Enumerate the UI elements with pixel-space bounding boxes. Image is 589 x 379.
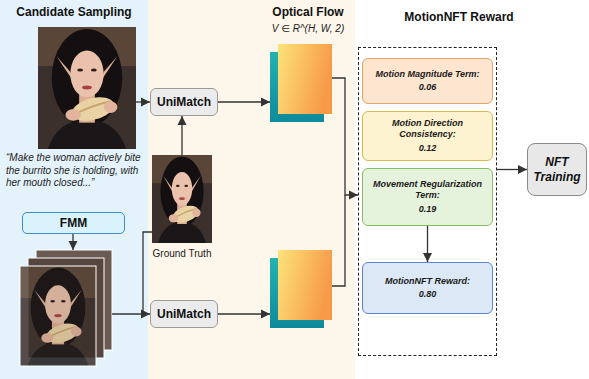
node-value: 0.06 (419, 82, 437, 93)
model-box: FMM (22, 212, 125, 234)
node-text: NFT Training (532, 155, 582, 185)
flow-field (278, 44, 332, 114)
prompt-text: “Make the woman actively bite the burrit… (6, 152, 142, 190)
stacked-frame (20, 266, 96, 366)
node-text: Optical Flow (266, 0, 350, 19)
label-holder: “Make the woman actively bite the burrit… (6, 152, 142, 190)
node-text: UniMatch (157, 307, 211, 321)
node-text: Motion Magnitude Term: (375, 69, 479, 80)
panel-ground (148, 0, 355, 379)
flow-arrow (72, 234, 73, 250)
node-text: Candidate Sampling (0, 0, 148, 19)
panel-ground (0, 0, 148, 379)
image-caption: Ground Truth (152, 248, 212, 260)
process-box: UniMatch (150, 300, 218, 328)
formula-label: V ∈ R^(H, W, 2) (266, 23, 350, 34)
node-value: 0.80 (419, 289, 437, 300)
flow-arrow (112, 313, 150, 314)
generated-photo (20, 266, 96, 366)
panel: Candidate SamplingFMM (0, 0, 148, 379)
term-box: Movement Regularization Term: 0.19 (362, 168, 493, 226)
node-text: MotionNFT Reward: (385, 276, 470, 287)
flow-arrow (218, 101, 270, 102)
flow-field (278, 250, 332, 320)
reward-box: MotionNFT Reward: 0.80 (362, 262, 493, 314)
node-text: Movement Regularization Term: (368, 179, 487, 202)
candidate-photo (38, 27, 136, 149)
node-text: UniMatch (157, 95, 211, 109)
label-holder: V ∈ R^(H, W, 2) (266, 23, 350, 34)
term-box: Motion Direction Consistency: 0.12 (362, 111, 493, 161)
node-text: MotionNFT Reward (397, 10, 521, 24)
ground-truth-photo (152, 155, 212, 243)
process-box: UniMatch (150, 88, 218, 116)
node-text: Motion Direction Consistency: (368, 118, 487, 141)
flow-arrow (332, 78, 358, 195)
process-box: NFT Training (527, 143, 587, 196)
connector-arrow (497, 169, 527, 170)
flow-arrow (218, 313, 270, 314)
flow-arrow (181, 116, 182, 155)
node-value: 0.12 (419, 143, 437, 154)
flow-line (332, 195, 345, 286)
connector-arrow (427, 226, 428, 262)
term-box: Motion Magnitude Term: 0.06 (362, 58, 493, 104)
reward-group: MotionNFT RewardMotion Magnitude Term:0.… (358, 47, 497, 356)
panel: Optical FlowUniMatchUniMatch (148, 0, 355, 379)
node-value: 0.19 (419, 204, 437, 215)
node-text: FMM (60, 216, 87, 230)
flow-arrow (136, 101, 150, 102)
label-holder: Ground Truth (152, 248, 212, 260)
